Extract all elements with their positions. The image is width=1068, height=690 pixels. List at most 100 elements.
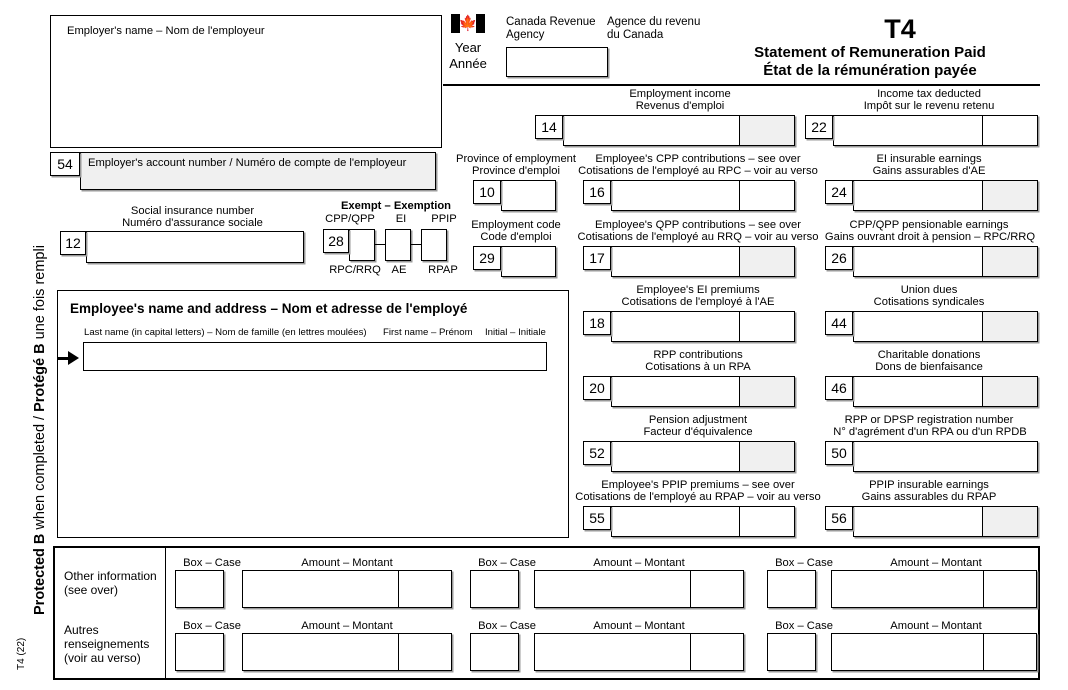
box-44-cents[interactable] bbox=[982, 312, 1037, 341]
other-info-amount-input[interactable] bbox=[534, 633, 744, 671]
other-info-box-label: Box – Case bbox=[478, 620, 536, 632]
other-info-amount-label: Amount – Montant bbox=[301, 557, 393, 569]
other-info-box-label: Box – Case bbox=[775, 557, 833, 569]
employee-name-input[interactable] bbox=[83, 342, 547, 371]
box-20-label-fr: Cotisations à un RPA bbox=[645, 361, 751, 373]
box-26-input[interactable] bbox=[853, 246, 1038, 277]
other-info-amount-input[interactable] bbox=[534, 570, 744, 608]
box-10-label-fr: Province d'emploi bbox=[472, 165, 560, 177]
other-info-box-input[interactable] bbox=[470, 633, 519, 671]
box-17-cents[interactable] bbox=[739, 247, 794, 276]
box-14-input[interactable] bbox=[563, 115, 795, 146]
box-10-input[interactable] bbox=[501, 180, 556, 211]
box-24-cents[interactable] bbox=[982, 181, 1037, 210]
other-info-box-input[interactable] bbox=[175, 633, 224, 671]
box-26-label-en: CPP/QPP pensionable earnings bbox=[849, 219, 1009, 231]
box-44-input[interactable] bbox=[853, 311, 1038, 342]
box-44-number: 44 bbox=[825, 311, 853, 335]
box-46-number: 46 bbox=[825, 376, 853, 400]
box-56-label-en: PPIP insurable earnings bbox=[869, 479, 989, 491]
employee-firstname-label: First name – Prénom bbox=[383, 327, 473, 338]
box-18-label-fr: Cotisations de l'employé à l'AE bbox=[621, 296, 775, 308]
other-info-box-input[interactable] bbox=[767, 633, 816, 671]
box-55-cents[interactable] bbox=[739, 507, 794, 536]
other-info-amount-cents[interactable] bbox=[983, 634, 1036, 670]
other-info-amount-input[interactable] bbox=[831, 633, 1037, 671]
box-18-input[interactable] bbox=[611, 311, 795, 342]
employer-account-number-input[interactable]: Employer's account number / Numéro de co… bbox=[80, 152, 436, 190]
other-info-amount-cents[interactable] bbox=[398, 634, 451, 670]
sin-input[interactable] bbox=[86, 231, 304, 263]
other-info-amount-cents[interactable] bbox=[690, 571, 743, 607]
form-code-title: T4 bbox=[884, 14, 916, 44]
box-52-label-fr: Facteur d'équivalence bbox=[643, 426, 753, 438]
box-56-input[interactable] bbox=[853, 506, 1038, 537]
box-29-input[interactable] bbox=[501, 246, 556, 277]
form-title-fr: État de la rémunération payée bbox=[763, 62, 977, 79]
exempt-cpp-label-top: CPP/QPP bbox=[325, 213, 375, 225]
year-input[interactable] bbox=[506, 47, 608, 77]
box-56-cents[interactable] bbox=[982, 507, 1037, 536]
box-24-label-fr: Gains assurables d'AE bbox=[872, 165, 986, 177]
employee-initial-label: Initial – Initiale bbox=[485, 327, 546, 338]
box-22-cents[interactable] bbox=[982, 116, 1037, 145]
exempt-cpp-checkbox[interactable] bbox=[349, 229, 375, 261]
employer-name-label: Employer's name – Nom de l'employeur bbox=[67, 25, 265, 37]
box-26-cents[interactable] bbox=[982, 247, 1037, 276]
other-info-amount-cents[interactable] bbox=[690, 634, 743, 670]
box-17-input[interactable] bbox=[611, 246, 795, 277]
box-26-label-fr: Gains ouvrant droit à pension – RPC/RRQ bbox=[824, 231, 1036, 243]
other-info-box-label: Box – Case bbox=[478, 557, 536, 569]
box-52-number: 52 bbox=[583, 441, 611, 465]
box-28-number: 28 bbox=[323, 229, 349, 253]
other-info-amount-cents[interactable] bbox=[398, 571, 451, 607]
box-50-input[interactable] bbox=[853, 441, 1038, 472]
employer-account-label: Employer's account number / Numéro de co… bbox=[88, 157, 407, 169]
box-16-cents[interactable] bbox=[739, 181, 794, 210]
other-info-box-input[interactable] bbox=[175, 570, 224, 608]
other-info-divider bbox=[165, 548, 167, 678]
exempt-ppip-checkbox[interactable] bbox=[421, 229, 447, 261]
other-info-amount-label: Amount – Montant bbox=[301, 620, 393, 632]
other-info-box-input[interactable] bbox=[767, 570, 816, 608]
box-14-cents[interactable] bbox=[739, 116, 794, 145]
box-16-input[interactable] bbox=[611, 180, 795, 211]
other-info-amount-label: Amount – Montant bbox=[890, 620, 982, 632]
box-46-cents[interactable] bbox=[982, 377, 1037, 406]
other-information-panel: Other information (see over) Autres rens… bbox=[53, 546, 1040, 680]
box-20-cents[interactable] bbox=[739, 377, 794, 406]
box-52-cents[interactable] bbox=[739, 442, 794, 471]
box-20-label-en: RPP contributions bbox=[653, 349, 743, 361]
box-17-label-fr: Cotisations de l'employé au RRQ – voir a… bbox=[577, 231, 819, 243]
box-52-input[interactable] bbox=[611, 441, 795, 472]
box-16-label-fr: Cotisations de l'employé au RPC – voir a… bbox=[578, 165, 818, 177]
box-46-input[interactable] bbox=[853, 376, 1038, 407]
other-info-amount-cents[interactable] bbox=[983, 571, 1036, 607]
other-info-box-input[interactable] bbox=[470, 570, 519, 608]
other-info-amount-input[interactable] bbox=[242, 570, 452, 608]
box-22-input[interactable] bbox=[833, 115, 1038, 146]
box-55-label-en: Employee's PPIP premiums – see over bbox=[601, 479, 795, 491]
box-56-label-fr: Gains assurables du RPAP bbox=[861, 491, 997, 503]
box-18-cents[interactable] bbox=[739, 312, 794, 341]
exempt-ppip-label-bottom: RPAP bbox=[428, 264, 458, 276]
other-info-amount-input[interactable] bbox=[831, 570, 1037, 608]
box-56-number: 56 bbox=[825, 506, 853, 530]
other-info-label-fr-2: renseignements bbox=[64, 637, 150, 651]
other-info-amount-input[interactable] bbox=[242, 633, 452, 671]
exempt-ei-checkbox[interactable] bbox=[385, 229, 411, 261]
box-46-label-en: Charitable donations bbox=[877, 349, 981, 361]
header-divider bbox=[443, 84, 1040, 87]
form-revision-label: T4 (22) bbox=[16, 637, 27, 670]
box-12-number: 12 bbox=[60, 231, 86, 255]
box-55-input[interactable] bbox=[611, 506, 795, 537]
box-16-label-en: Employee's CPP contributions – see over bbox=[595, 153, 801, 165]
box-20-input[interactable] bbox=[611, 376, 795, 407]
box-24-label-en: EI insurable earnings bbox=[876, 153, 982, 165]
box-24-input[interactable] bbox=[853, 180, 1038, 211]
employer-name-field[interactable]: Employer's name – Nom de l'employeur bbox=[50, 15, 442, 148]
employee-address-input[interactable] bbox=[83, 381, 560, 529]
